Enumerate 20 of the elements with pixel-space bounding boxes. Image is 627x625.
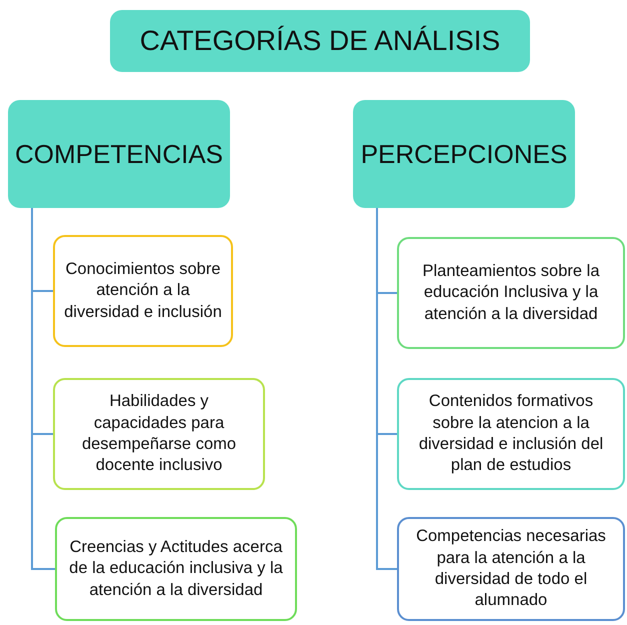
category-header-box: [353, 100, 575, 208]
connector-line: [376, 208, 397, 570]
node-text: Planteamientos sobre la educación Inclusiva y la atención a la diversidad: [421, 260, 601, 325]
connector-line: [31, 208, 55, 570]
node-text: PERCEPCIONES: [360, 138, 568, 170]
node-text: Creencias y Actitudes acerca de la educación inclusiva y la atención a la diversidad: [68, 536, 284, 601]
subcategory-box: [397, 517, 625, 621]
node-text: Conocimientos sobre atención a la diversidad e inclusión: [63, 258, 223, 323]
node-text: Competencias necesarias para la atención a la diversidad de todo el alumnado: [415, 526, 607, 612]
node-text: CATEGORÍAS DE ANÁLISIS: [140, 25, 500, 57]
subcategory-box: [53, 235, 233, 347]
node-text: Habilidades y capacidades para desempeñarse como docente inclusivo: [80, 391, 238, 476]
node-text: Contenidos formativos sobre la atencion a la diversidad e inclusión del plan de estudios: [418, 391, 604, 476]
category-header-box: [8, 100, 230, 208]
category-header-box: [110, 10, 530, 72]
subcategory-box: [53, 378, 265, 490]
subcategory-box: [397, 378, 625, 490]
subcategory-box: [55, 517, 297, 621]
subcategory-box: [397, 237, 625, 349]
node-text: COMPETENCIAS: [14, 138, 224, 170]
